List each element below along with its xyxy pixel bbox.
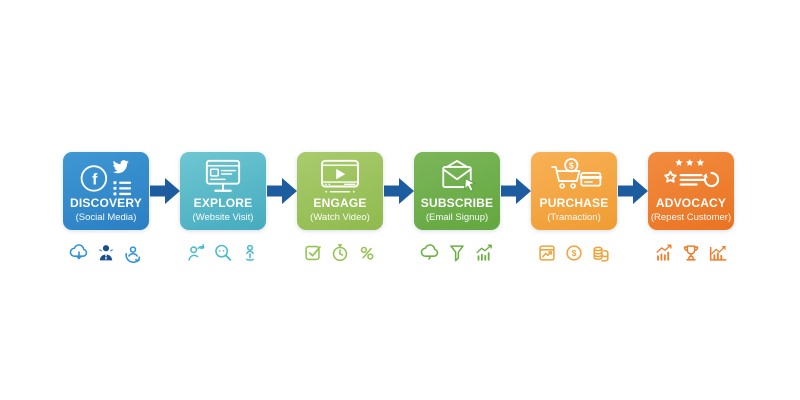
- stage-engage: ENGAGE (Watch Video): [297, 152, 383, 264]
- funnel-icon: [450, 245, 464, 262]
- video-player-icon: [317, 157, 363, 197]
- stage-box-discovery: f DISCOVERY (Social Media): [63, 152, 149, 230]
- cloud-download-icon: [69, 244, 88, 260]
- coins-icon: [593, 246, 609, 262]
- credit-card-icon: [579, 172, 602, 187]
- stage-label: EXPLORE: [193, 196, 253, 210]
- stage-metrics-icons: [297, 242, 383, 264]
- stage-label: PURCHASE: [539, 196, 609, 210]
- stage-purchase: $ PURCHASE (Tramaction): [531, 152, 617, 264]
- website-monitor-icon: [200, 157, 246, 197]
- flow-arrow-icon: [266, 177, 297, 205]
- stage-sublabel: (Repest Customer): [650, 211, 732, 223]
- user-refresh-icon: [125, 246, 141, 264]
- user-info-icon: [99, 245, 113, 261]
- svg-text:$: $: [569, 160, 574, 170]
- stage-label: ENGAGE: [313, 196, 367, 210]
- stage-label: DISCOVERY: [69, 196, 143, 210]
- stage-label: SUBSCRIBE: [420, 196, 494, 210]
- star-review-icon: [664, 170, 706, 186]
- flow-arrow-icon: [383, 177, 414, 205]
- stage-sublabel: (Email Signup): [425, 211, 489, 223]
- stage-metrics-icons: [414, 242, 500, 264]
- facebook-icon: f: [80, 164, 108, 192]
- funnel-row: f DISCOVERY (Social Media): [63, 152, 734, 264]
- report-icon: [539, 245, 555, 261]
- stage-subscribe: SUBSCRIBE (Email Signup): [414, 152, 500, 264]
- stage-box-explore: EXPLORE (Website Visit): [180, 152, 266, 230]
- stage-box-advocacy: ADVOCACY (Repest Customer): [648, 152, 734, 230]
- flow-arrow-icon: [500, 177, 531, 205]
- email-cursor-icon: [435, 157, 479, 197]
- stage-sublabel: (Watch Video): [310, 211, 370, 223]
- dollar-coin-icon: $: [566, 245, 582, 261]
- user-arrow-icon: [188, 244, 205, 261]
- stage-metrics-icons: $: [531, 242, 617, 264]
- stage-sublabel: (Social Media): [75, 211, 137, 223]
- svg-text:$: $: [572, 249, 577, 258]
- percent-icon: [360, 246, 374, 260]
- stage-metrics-icons: [648, 242, 734, 264]
- stage-metrics-icons: [63, 242, 149, 264]
- social-media-icons: f: [76, 157, 136, 197]
- stage-box-purchase: $ PURCHASE (Tramaction): [531, 152, 617, 230]
- flow-arrow-icon: [617, 177, 648, 205]
- rating-stars-icon: [675, 158, 704, 166]
- stage-metrics-icons: [180, 242, 266, 264]
- trophy-icon: [683, 245, 699, 261]
- timer-icon: [332, 244, 348, 262]
- stage-sublabel: (Website Visit): [192, 211, 254, 223]
- analytics-icon: [709, 245, 727, 261]
- stage-discovery: f DISCOVERY (Social Media): [63, 152, 149, 264]
- purchase-icons: $: [544, 157, 604, 197]
- search-face-icon: [215, 244, 232, 261]
- stage-box-subscribe: SUBSCRIBE (Email Signup): [414, 152, 500, 230]
- advocacy-icons: [663, 157, 719, 197]
- refresh-icon: [702, 171, 719, 187]
- stage-advocacy: ADVOCACY (Repest Customer): [648, 152, 734, 264]
- stage-box-engage: ENGAGE (Watch Video): [297, 152, 383, 230]
- stage-sublabel: (Tramaction): [547, 211, 601, 223]
- flow-arrow-icon: [149, 177, 180, 205]
- svg-text:f: f: [92, 171, 98, 188]
- checkbox-icon: [305, 245, 321, 261]
- user-pin-icon: [246, 244, 254, 261]
- stage-explore: EXPLORE (Website Visit): [180, 152, 266, 264]
- twitter-icon: [112, 159, 129, 173]
- cart-dollar-icon: $: [551, 158, 581, 189]
- cloud-icon: [420, 244, 439, 260]
- feed-dots-icon: [113, 180, 132, 195]
- stage-label: ADVOCACY: [655, 196, 727, 210]
- growth-chart-icon: [476, 244, 492, 261]
- growth-bars-icon: [656, 244, 672, 261]
